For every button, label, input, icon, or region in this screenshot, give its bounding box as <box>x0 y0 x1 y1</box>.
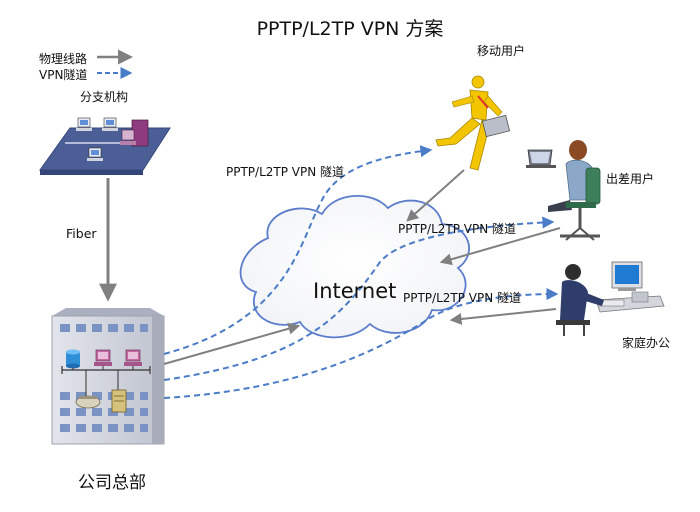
branch-pc-icon <box>76 117 92 131</box>
hq-pc-icon <box>124 349 142 370</box>
physical-link-home-internet <box>449 308 557 325</box>
branch-office <box>39 117 171 175</box>
hq-server-icon <box>111 389 127 413</box>
monitor-icon <box>611 261 643 291</box>
physical-links <box>163 169 561 365</box>
branch-label: 分支机构 <box>80 90 129 104</box>
home-office-label: 家庭办公 <box>622 336 671 350</box>
internet-label: Internet <box>313 279 397 303</box>
headquarters-building <box>51 308 165 445</box>
branch-server-icon <box>120 119 149 147</box>
home-office-figure <box>556 261 665 336</box>
tunnel-traveler-label: PPTP/L2TP VPN 隧道 <box>398 222 517 236</box>
mobile-user-figure <box>435 75 511 171</box>
physical-link-hq-internet <box>163 322 301 365</box>
hq-phone-icon <box>75 395 101 409</box>
vpn-tunnels <box>163 145 559 399</box>
diagram-title: PPTP/L2TP VPN 方案 <box>256 18 444 40</box>
business-traveler-figure <box>526 140 601 241</box>
branch-pc-icon <box>102 117 118 131</box>
headquarters-label: 公司总部 <box>78 473 146 493</box>
tunnel-mobile-label: PPTP/L2TP VPN 隧道 <box>226 165 345 179</box>
vpn-tunnel-traveler <box>163 216 555 381</box>
laptop-icon <box>526 149 556 168</box>
tunnel-home-label: PPTP/L2TP VPN 隧道 <box>403 291 522 305</box>
business-traveler-label: 出差用户 <box>606 172 655 186</box>
vpn-tunnel-home <box>163 288 559 399</box>
vpn-tunnel-mobile <box>163 145 433 355</box>
physical-link-traveler-internet <box>439 227 561 266</box>
internet-cloud-icon <box>239 195 470 339</box>
hq-database-icon <box>66 349 80 370</box>
fiber-label: Fiber <box>66 226 97 241</box>
legend-vpn-label: VPN隧道 <box>39 68 88 82</box>
legend <box>97 49 133 79</box>
physical-link-mobile-internet <box>406 169 465 222</box>
legend-physical-label: 物理线路 <box>39 52 88 66</box>
branch-pc-icon <box>87 147 103 161</box>
briefcase-icon <box>481 114 511 138</box>
hq-pc-icon <box>94 349 112 370</box>
mobile-user-label: 移动用户 <box>477 44 526 58</box>
